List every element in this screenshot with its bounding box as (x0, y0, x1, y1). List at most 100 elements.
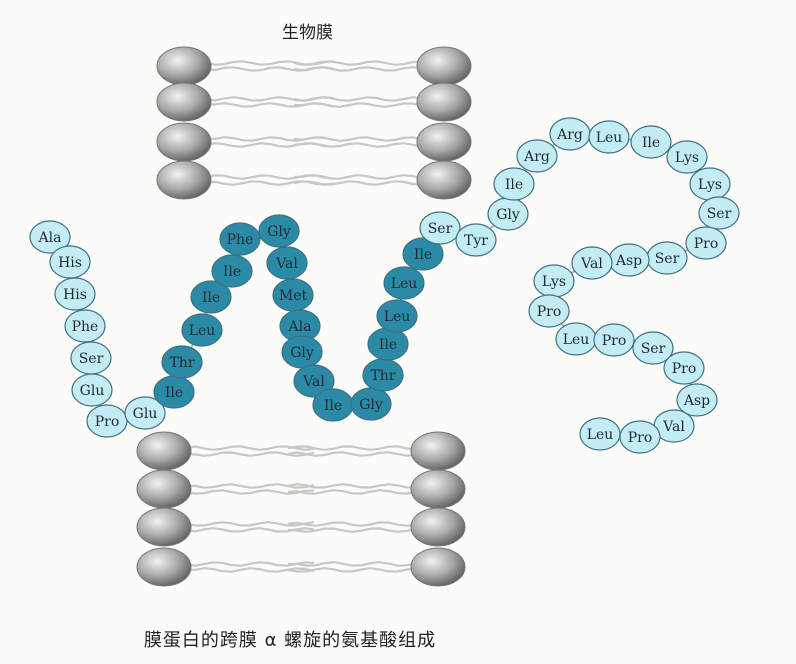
residue-circle (528, 294, 570, 328)
amino-acid-residue: Ser (646, 241, 688, 275)
residue-label: Ser (79, 351, 104, 367)
residue-label: Leu (189, 323, 216, 339)
amino-acid-residue: Pro (663, 351, 705, 385)
residue-circle (64, 309, 106, 343)
residue-label: Ser (641, 341, 666, 357)
residue-label: Leu (587, 427, 614, 443)
residue-circle (516, 139, 558, 173)
residue-label: Ile (414, 247, 432, 263)
amino-acid-residue: Pro (593, 323, 635, 357)
residue-label: Lys (542, 274, 566, 290)
residue-label: Thr (370, 368, 395, 384)
lipid-tail (287, 521, 417, 527)
amino-acid-residue: Ile (367, 327, 409, 361)
residue-label: Ile (202, 290, 220, 306)
residue-label: Val (302, 374, 325, 390)
amino-acid-residue: Gly (258, 214, 300, 248)
residue-label: Asp (683, 393, 710, 409)
figure-caption: 膜蛋白的跨膜 α 螺旋的氨基酸组成 (143, 630, 437, 651)
residue-label: Val (275, 256, 298, 272)
amino-acid-residue: Ile (493, 167, 535, 201)
amino-acid-residue: His (49, 245, 91, 279)
amino-acid-residue: His (54, 277, 96, 311)
lipid-molecule (136, 547, 466, 587)
residue-circle (630, 125, 672, 159)
residue-label: Ser (655, 251, 680, 267)
residue-label: Thr (169, 355, 194, 371)
residue-label: Arg (556, 127, 583, 143)
residue-label: Ile (379, 337, 397, 353)
lipid-head (156, 160, 212, 200)
residue-label: Ala (38, 230, 62, 246)
amino-acid-residue: Ser (419, 211, 461, 245)
lipid-head (156, 82, 212, 122)
lipid-head (136, 469, 192, 509)
residue-circle (493, 167, 535, 201)
lipid-head (136, 507, 192, 547)
residue-label: Ser (428, 221, 453, 237)
residue-label: Asp (615, 253, 642, 269)
lipid-tail (287, 567, 417, 573)
residue-circle (71, 373, 113, 407)
lipid-tail (293, 136, 423, 142)
residue-circle (266, 246, 308, 280)
amino-acid-residue: Leu (383, 266, 425, 300)
residue-circle (663, 351, 705, 385)
amino-acid-residue: Ser (698, 196, 740, 230)
residue-circle (419, 211, 461, 245)
residue-circle (190, 280, 232, 314)
amino-acid-residue: Pro (528, 294, 570, 328)
residue-label: Ser (707, 206, 732, 222)
amino-acid-residue: Lys (689, 167, 731, 201)
diagram-title: 生物膜 (282, 23, 333, 43)
residue-label: Phe (227, 232, 254, 248)
lipid-tail (293, 102, 423, 108)
amino-acid-residue: Glu (71, 373, 113, 407)
amino-acid-residue: Leu (588, 120, 630, 154)
residue-circle (54, 277, 96, 311)
residue-circle (376, 299, 418, 333)
lipid-head (416, 82, 472, 122)
residue-circle (455, 223, 497, 257)
residue-label: Gly (496, 207, 520, 223)
residue-label: Tyr (464, 233, 488, 249)
amino-acid-residue: Val (571, 246, 613, 280)
residue-circle (676, 383, 718, 417)
lipid-tail (287, 561, 417, 567)
residue-label: Leu (391, 276, 418, 292)
amino-acid-residue: Glu (124, 396, 166, 430)
amino-acid-residue: Asp (676, 383, 718, 417)
residue-label: Glu (80, 383, 105, 399)
residue-circle (685, 226, 727, 260)
residue-label: Pro (694, 236, 719, 252)
amino-acid-residue: Pro (685, 226, 727, 260)
lipid-tail (287, 483, 417, 489)
amino-acid-residue: Val (293, 364, 335, 398)
residue-label: Pro (602, 333, 627, 349)
amino-acid-residue: Lys (533, 264, 575, 298)
amino-acid-residue: Ile (211, 254, 253, 288)
lipid-head (156, 122, 212, 162)
lipid-tail (185, 451, 315, 457)
lipid-head (156, 46, 212, 86)
residue-label: Leu (384, 309, 411, 325)
lipid-tail (287, 445, 417, 451)
amino-acid-residue: Leu (376, 299, 418, 333)
residue-label: Pro (537, 304, 562, 320)
residue-circle (632, 331, 674, 365)
lipid-tail (293, 66, 423, 72)
lipid-molecule (156, 82, 472, 122)
lipid-head (136, 431, 192, 471)
residue-label: Gly (290, 345, 314, 361)
residue-label: Phe (72, 319, 99, 335)
residue-label: Pro (672, 361, 697, 377)
residue-label: His (63, 287, 87, 303)
lipid-head (416, 160, 472, 200)
residue-circle (161, 345, 203, 379)
amino-acid-residue: Ile (402, 237, 444, 271)
residue-circle (29, 220, 71, 254)
lipid-head (410, 547, 466, 587)
amino-acid-residue: Ser (70, 341, 112, 375)
